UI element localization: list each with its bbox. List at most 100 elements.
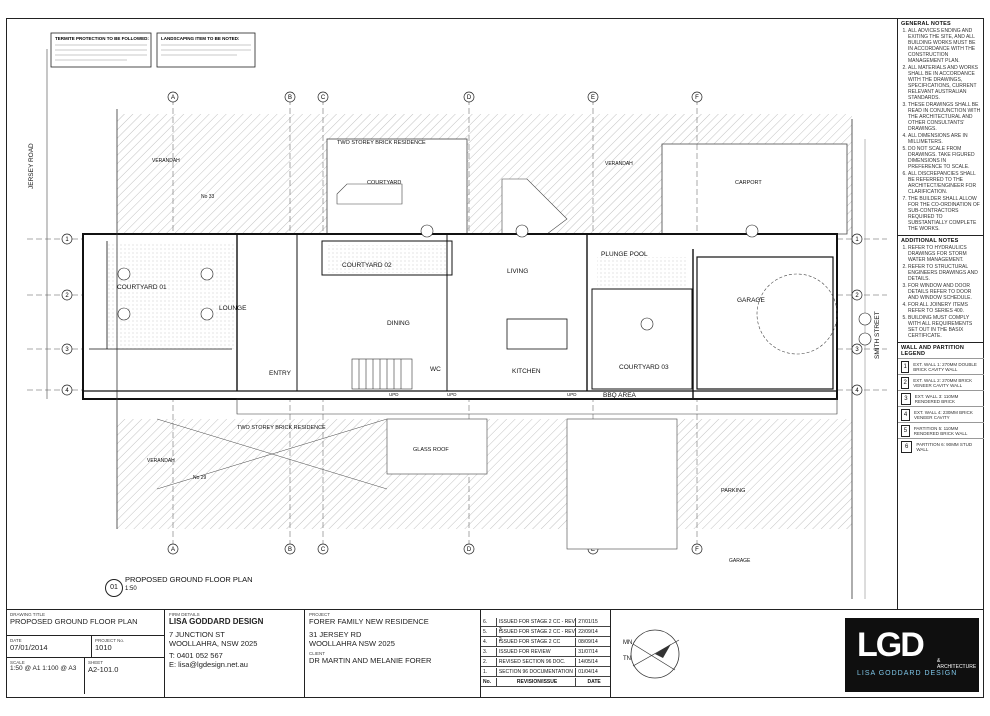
project-address: WOOLLAHRA NSW 2025 bbox=[309, 639, 395, 648]
grid-row-3-left: 3 bbox=[61, 343, 73, 355]
room-entry: ENTRY bbox=[269, 370, 292, 377]
general-note-item: THE BUILDER SHALL ALLOW FOR THE CO-ORDIN… bbox=[908, 196, 981, 232]
svg-text:E: E bbox=[591, 95, 595, 101]
general-notes-title: GENERAL NOTES bbox=[901, 21, 951, 27]
svg-text:2: 2 bbox=[855, 293, 859, 299]
grid-col-b-bottom: B bbox=[284, 543, 296, 555]
section-markers bbox=[117, 224, 872, 346]
termite-note-box bbox=[50, 32, 152, 68]
general-note-item: DO NOT SCALE FROM DRAWINGS. TAKE FIGURED… bbox=[908, 146, 981, 170]
project-address: 31 JERSEY RD bbox=[309, 630, 362, 639]
grid-row-4-right: 4 bbox=[851, 384, 863, 396]
general-note-item: ALL DISCREPANCIES SHALL BE REFERRED TO T… bbox=[908, 171, 981, 195]
svg-text:A: A bbox=[171, 547, 175, 553]
grid-col-d-bottom: D bbox=[463, 543, 475, 555]
room-plunge-pool: PLUNGE POOL bbox=[601, 251, 648, 258]
room-carport: CARPORT bbox=[735, 180, 762, 186]
glass-roof-label: GLASS ROOF bbox=[413, 447, 449, 453]
parking-label: PARKING bbox=[721, 488, 745, 494]
firm-address: WOOLLAHRA, NSW 2025 bbox=[169, 639, 258, 648]
sheet-number: A2-101.0 bbox=[88, 665, 119, 674]
project-details: PROJECT FORER FAMILY NEW RESIDENCE 31 JE… bbox=[305, 610, 481, 698]
svg-text:D: D bbox=[467, 95, 472, 101]
verandah-top: VERANDAH bbox=[152, 158, 180, 164]
additional-note-item: BUILDING MUST COMPLY WITH ALL REQUIREMEN… bbox=[908, 315, 981, 339]
grid-col-a-top: A bbox=[167, 91, 179, 103]
plan-title: PROPOSED GROUND FLOOR PLAN bbox=[125, 575, 253, 584]
firm-phone: T: 0401 052 567 bbox=[169, 651, 223, 660]
grid-row-1-left: 1 bbox=[61, 233, 73, 245]
house-number-33: No 33 bbox=[201, 194, 215, 200]
true-north-label: TN bbox=[623, 656, 631, 662]
magnetic-north-label: MN bbox=[623, 640, 633, 646]
room-kitchen: KITCHEN bbox=[512, 368, 541, 375]
general-note-item: ALL DIMENSIONS ARE IN MILLIMETERS. bbox=[908, 133, 981, 145]
svg-text:4: 4 bbox=[65, 388, 69, 394]
logo-name: LISA GODDARD DESIGN bbox=[857, 670, 958, 677]
plan-number-badge: 01 bbox=[105, 579, 123, 597]
client-name: DR MARTIN AND MELANIE FORER bbox=[309, 656, 432, 665]
additional-note-item: FOR ALL JOINERY ITEMS REFER TO SERIES 40… bbox=[908, 302, 981, 314]
grid-row-1-right: 1 bbox=[851, 233, 863, 245]
svg-text:4: 4 bbox=[855, 388, 859, 394]
jersey-road-label: JERSEY ROAD bbox=[28, 143, 35, 189]
firm-email[interactable]: E: lisa@lgdesign.net.au bbox=[169, 660, 248, 669]
staircase bbox=[351, 358, 413, 390]
grid-col-f-top: F bbox=[691, 91, 703, 103]
drawing-sheet: TERMITE PROTECTION TO BE FOLLOWED: LANDS… bbox=[6, 18, 984, 698]
firm-details: FIRM DETAILS LISA GODDARD DESIGN 7 JUNCT… bbox=[165, 610, 305, 698]
svg-text:C: C bbox=[321, 547, 326, 553]
svg-text:F: F bbox=[695, 95, 699, 101]
room-courtyard-neighbour: COURTYARD bbox=[367, 180, 401, 186]
logo-mark: LGD bbox=[857, 626, 925, 664]
turning-circle bbox=[756, 273, 838, 355]
additional-notes: ADDITIONAL NOTES REFER TO HYDRAULICS DRA… bbox=[898, 238, 984, 343]
north-point: MN TN bbox=[611, 610, 699, 698]
grid-col-d-top: D bbox=[463, 91, 475, 103]
drawing-date: 07/01/2014 bbox=[10, 643, 48, 652]
logo-sub: & ARCHITECTURE bbox=[937, 658, 977, 670]
additional-note-item: REFER TO HYDRAULICS DRAWINGS FOR STORM W… bbox=[908, 245, 981, 263]
svg-text:C: C bbox=[321, 95, 326, 101]
upd-label-1: UPD bbox=[389, 392, 399, 397]
drawing-scale: 1:50 @ A1 1:100 @ A3 bbox=[10, 665, 77, 672]
floor-plan-svg: TERMITE PROTECTION TO BE FOLLOWED: LANDS… bbox=[27, 32, 887, 599]
plan-scale: 1:50 bbox=[125, 586, 137, 592]
project-number: 1010 bbox=[95, 643, 112, 652]
drawing-title: PROPOSED GROUND FLOOR PLAN bbox=[10, 617, 138, 626]
grid-col-c-bottom: C bbox=[317, 543, 329, 555]
verandah-bottom: VERANDAH bbox=[147, 458, 175, 464]
additional-note-item: FOR WINDOW AND DOOR DETAILS REFER TO DOO… bbox=[908, 283, 981, 301]
grid-col-c-top: C bbox=[317, 91, 329, 103]
grid-row-2-right: 2 bbox=[851, 289, 863, 301]
firm-name: LISA GODDARD DESIGN bbox=[169, 617, 264, 626]
room-courtyard-02: COURTYARD 02 bbox=[342, 262, 392, 269]
svg-text:3: 3 bbox=[65, 347, 69, 353]
revision-row: 2.REVISED SECTION 96 DOC.14/05/14 bbox=[481, 658, 610, 667]
firm-address: 7 JUNCTION ST bbox=[169, 630, 225, 639]
grid-col-f-bottom: F bbox=[691, 543, 703, 555]
svg-text:B: B bbox=[288, 547, 292, 553]
house-number-29: No 29 bbox=[193, 475, 207, 481]
svg-text:1: 1 bbox=[855, 237, 859, 243]
svg-text:2: 2 bbox=[65, 293, 69, 299]
room-garage-bottom: GARAGE bbox=[729, 558, 751, 564]
plan-title-block: PROPOSED GROUND FLOOR PLAN 1:50 bbox=[125, 575, 253, 592]
general-note-item: ALL MATERIALS AND WORKS SHALL BE IN ACCO… bbox=[908, 65, 981, 101]
additional-note-item: REFER TO STRUCTURAL ENGINEERS DRAWINGS A… bbox=[908, 264, 981, 282]
upd-label-2: UPD bbox=[447, 392, 457, 397]
termite-note-title: TERMITE PROTECTION TO BE FOLLOWED: bbox=[55, 36, 149, 41]
